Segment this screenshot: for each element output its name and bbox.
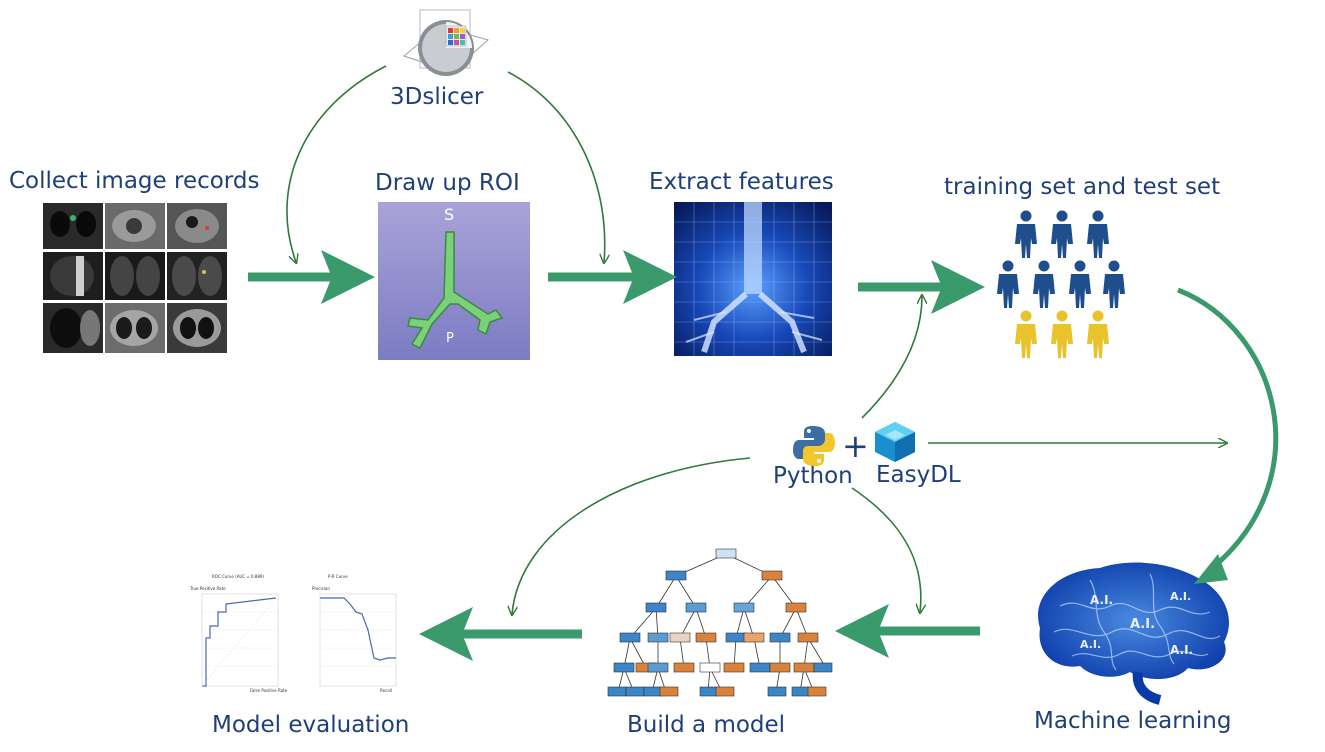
pr-chart-title: P-R Curve (328, 574, 348, 579)
label-python: Python (773, 463, 853, 489)
arrow-split-to-ml-head (1194, 554, 1228, 584)
ct-image-grid (42, 202, 228, 354)
roc-chart-ylabel: True Positive Rate (189, 586, 226, 591)
evaluation-charts-image: ROC Curve (AUC = 0.889) True Positive Ra… (180, 568, 402, 700)
label-easydl: EasyDL (876, 462, 961, 488)
label-draw-up-roi: Draw up ROI (375, 170, 520, 196)
brain-ai-text: A.I. (1080, 638, 1101, 651)
arrow-tools-to-build (851, 487, 921, 612)
python-logo-icon (793, 426, 835, 466)
roi-letter-p: P (446, 331, 454, 346)
extract-features-image (674, 202, 832, 356)
brain-ai-image: A.I. A.I. A.I. A.I. A.I. (1038, 562, 1229, 705)
brain-ai-text: A.I. (1130, 617, 1155, 632)
arrow-slicer-to-left (286, 65, 387, 262)
roi-letter-s: S (444, 205, 454, 224)
pr-chart-xlabel: Recall (380, 688, 392, 693)
brain-ai-text: A.I. (1090, 593, 1113, 607)
label-collect-image-records: Collect image records (9, 168, 260, 194)
roi-airway-image: S P (378, 202, 530, 360)
arrow-tools-to-evaluate (512, 457, 751, 614)
label-machine-learning: Machine learning (1034, 708, 1232, 734)
label-training-test-set: training set and test set (944, 174, 1221, 200)
brain-ai-text: A.I. (1170, 643, 1193, 657)
roc-chart-xlabel: False Positive Rate (250, 688, 288, 693)
label-model-evaluation: Model evaluation (212, 712, 410, 738)
label-plus: + (842, 427, 869, 465)
label-build-a-model: Build a model (627, 712, 786, 738)
arrow-slicer-to-right (507, 71, 605, 262)
decision-tree-image (607, 548, 833, 697)
pr-chart-ylabel: Precision (312, 586, 330, 591)
label-extract-features: Extract features (649, 169, 834, 195)
label-3dslicer: 3Dslicer (390, 84, 484, 110)
roc-chart-title: ROC Curve (AUC = 0.889) (212, 574, 264, 579)
arrow-split-to-ml (1177, 287, 1279, 572)
easydl-logo-icon (875, 422, 915, 462)
3dslicer-logo-icon (402, 9, 490, 76)
brain-ai-text: A.I. (1170, 590, 1191, 603)
arrow-tools-to-split (861, 296, 922, 419)
